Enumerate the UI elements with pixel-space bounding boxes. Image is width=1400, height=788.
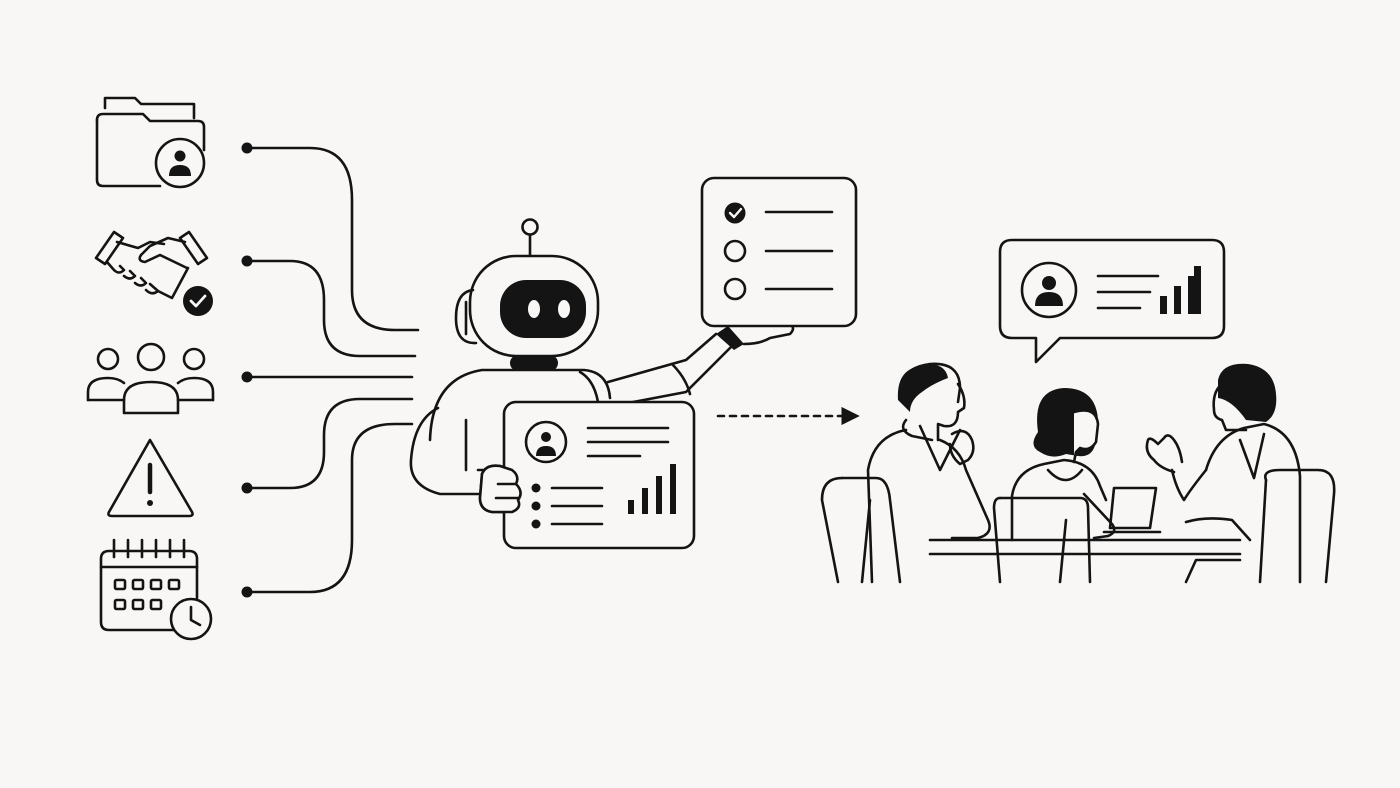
- handshake-check-icon: [94, 230, 213, 316]
- profile-report-speech-bubble-icon: [998, 238, 1226, 364]
- folder-user-icon: [95, 96, 206, 189]
- profile-report-card-icon: [478, 400, 696, 550]
- calendar-clock-icon: [99, 538, 213, 641]
- warning-triangle-icon: [107, 438, 194, 518]
- connector-lines: [241, 142, 420, 598]
- checklist-card-icon: [700, 176, 858, 328]
- team-group-icon: [86, 342, 215, 415]
- team-meeting-icon: [820, 362, 1336, 584]
